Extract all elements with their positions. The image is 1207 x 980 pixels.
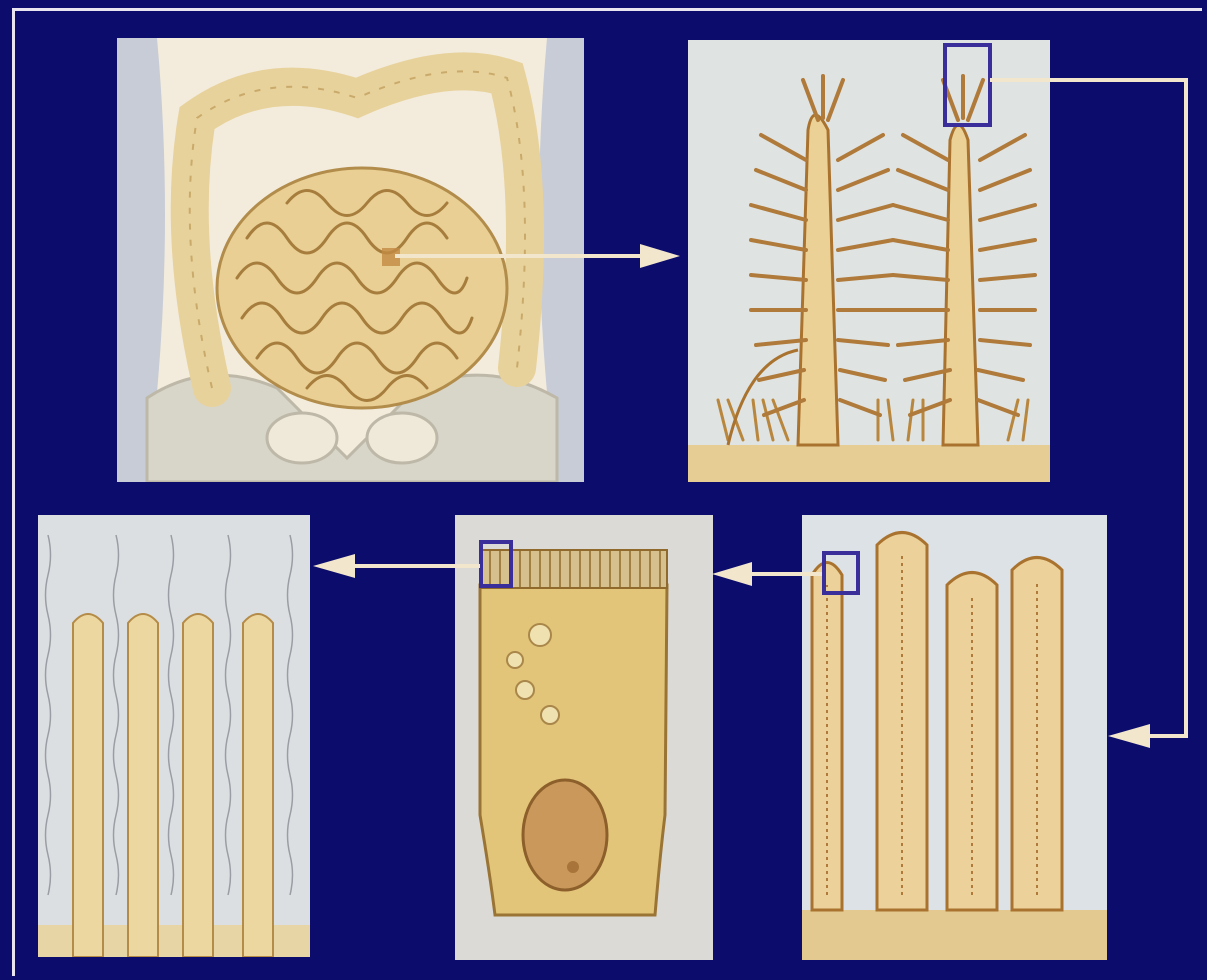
fold-panel xyxy=(688,40,1050,482)
villi-panel xyxy=(802,515,1107,960)
microvilli-illustration xyxy=(38,515,310,957)
cell-illustration xyxy=(455,515,713,960)
abdomen-panel xyxy=(117,38,584,482)
microvilli-panel xyxy=(38,515,310,957)
cell-panel xyxy=(455,515,713,960)
villi-illustration xyxy=(802,515,1107,960)
abdomen-illustration xyxy=(117,38,584,482)
fold-illustration xyxy=(688,40,1050,482)
